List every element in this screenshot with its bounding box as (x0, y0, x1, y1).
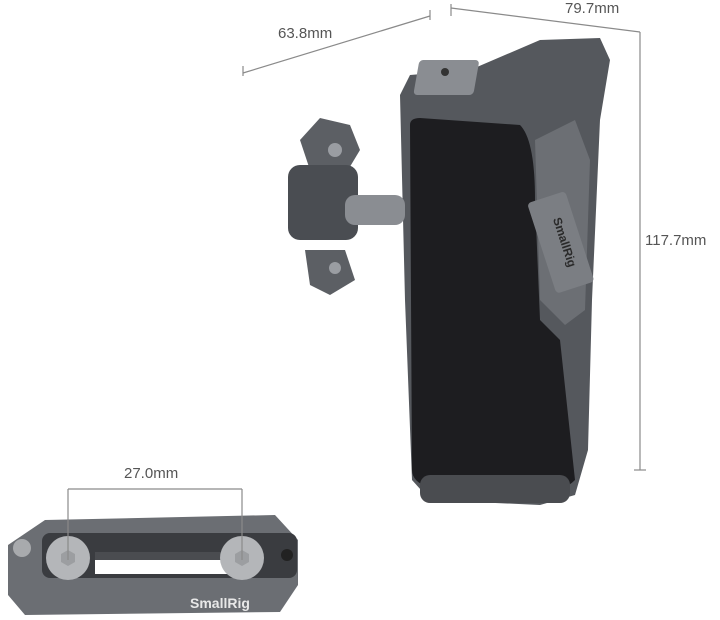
width-label: 79.7mm (565, 0, 619, 17)
depth-label: 63.8mm (278, 25, 332, 42)
dimension-height: 117.7mm (634, 32, 706, 471)
dimension-plate-hole-spacing: 27.0mm (67, 465, 243, 560)
plate-logo: SmallRig (190, 595, 250, 611)
side-mount (288, 118, 405, 295)
plate-spacing-label: 27.0mm (124, 465, 178, 482)
dimension-width: 79.7mm (450, 0, 641, 33)
dimension-depth: 63.8mm (242, 10, 431, 76)
handle: SmallRig (400, 38, 610, 505)
height-label: 117.7mm (645, 232, 706, 249)
mounting-plate: SmallRig (8, 515, 298, 615)
